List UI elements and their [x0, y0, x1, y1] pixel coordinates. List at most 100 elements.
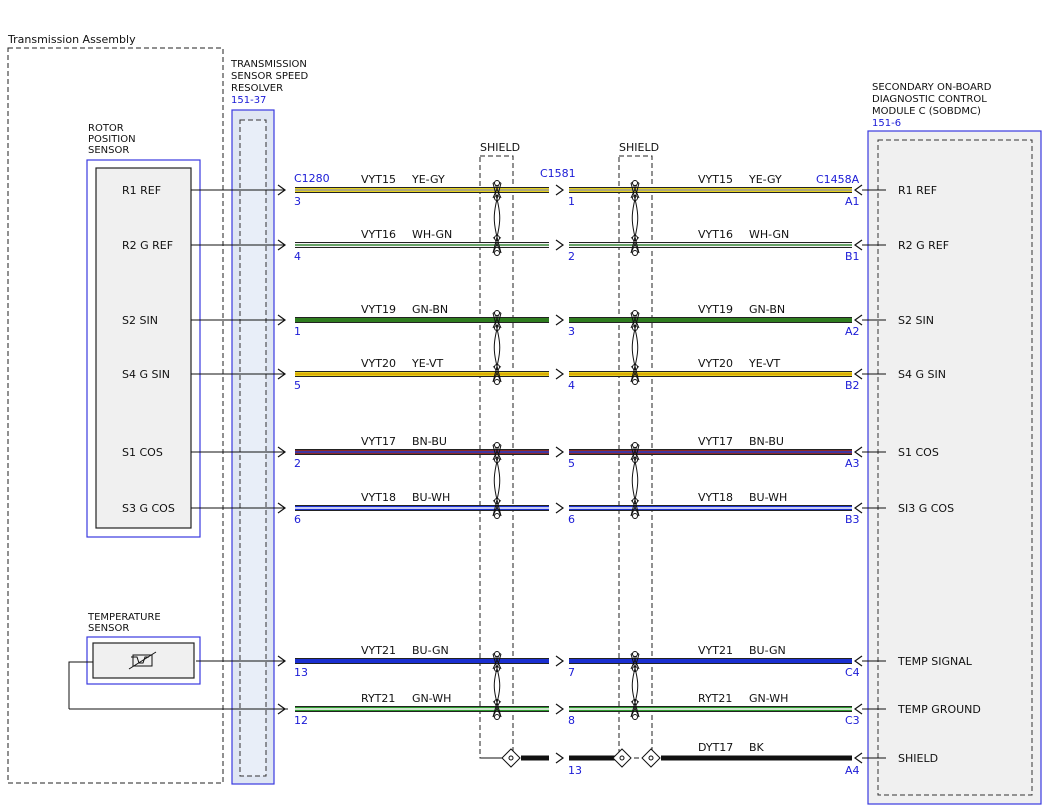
circuit-2-arrow-c1: [277, 239, 287, 251]
circuit-7-shield-twist-2-top-ring: [632, 651, 638, 657]
circuit-6-color-right: BU-WH: [749, 491, 787, 504]
transmission-assembly-border: [7, 47, 224, 784]
pair-4-twist-2: [630, 653, 640, 718]
circuit-1-arrow-c2: [555, 184, 565, 196]
circuit-4-right-label: S4 G SIN: [898, 368, 946, 381]
rotor-sensor-inner: [95, 167, 192, 529]
shield-drain-pin-c1581: 13: [568, 764, 582, 777]
circuit-7-pin-c1581: 7: [568, 666, 575, 679]
connector-c1581[interactable]: C1581: [540, 167, 576, 180]
circuit-5-pin-c1458a: A3: [845, 457, 860, 470]
circuit-8-circuit-right: RYT21: [698, 692, 732, 705]
rotor-title-2: POSITION: [88, 134, 136, 145]
circuit-4-circuit-left: VYT20: [361, 357, 396, 370]
circuit-2-pin-c1280: 4: [294, 250, 301, 263]
circuit-1-shield-twist-2-top-ring: [632, 180, 638, 186]
circuit-7-circuit-right: VYT21: [698, 644, 733, 657]
circuit-6-arrow-c1: [277, 502, 287, 514]
circuit-8-pin-c1458a: C3: [845, 714, 860, 727]
circuit-2-left-label: R2 G REF: [122, 239, 173, 252]
circuit-3-left-label: S2 SIN: [122, 314, 158, 327]
circuit-1-right-label: R1 REF: [898, 184, 937, 197]
circuit-4-shield-twist-2-bottom-ring: [632, 379, 638, 385]
shield-2-ground-diamond-right-dot: [648, 755, 654, 761]
circuit-3-circuit-right: VYT19: [698, 303, 733, 316]
module-inner: [877, 139, 1033, 796]
circuit-7-shield-twist-1-top-ring: [494, 651, 500, 657]
resolver-inner: [239, 119, 267, 777]
shield-1-ground-diamond-dot: [508, 755, 514, 761]
circuit-3-arrow-c3: [853, 314, 863, 326]
circuit-5-shield-twist-2-top-ring: [632, 442, 638, 448]
circuit-5-color-right: BN-BU: [749, 435, 784, 448]
shield-2-label: SHIELD: [619, 141, 659, 154]
circuit-2-shield-twist-1-bottom-ring: [494, 250, 500, 256]
circuit-8-right-label: TEMP GROUND: [897, 703, 981, 716]
circuit-8-color-left: GN-WH: [412, 692, 451, 705]
shield-1-label: SHIELD: [480, 141, 520, 154]
circuit-7-pin-c1280: 13: [294, 666, 308, 679]
rotor-title-3: SENSOR: [88, 145, 129, 156]
module-ref[interactable]: 151-6: [872, 118, 901, 129]
circuit-3-shield-twist-2-top-ring: [632, 310, 638, 316]
circuit-1-color-left: YE-GY: [411, 173, 445, 186]
circuit-8-arrow-c3: [853, 703, 863, 715]
circuit-1-circuit-left: VYT15: [361, 173, 396, 186]
circuit-5-right-label: S1 COS: [898, 446, 939, 459]
thermistor-icon: [128, 651, 157, 670]
shield-drain-arrow-c3: [853, 752, 863, 764]
resolver-title-2: SENSOR SPEED: [231, 71, 309, 82]
circuit-1-arrow-c1: [277, 184, 287, 196]
circuit-2-color-right: WH-GN: [749, 228, 789, 241]
circuit-3-pin-c1581: 3: [568, 325, 575, 338]
shield-2-ground-diamond-left-dot: [619, 755, 625, 761]
shield-drain-circuit: DYT17: [698, 741, 733, 754]
circuit-8-pin-c1280: 12: [294, 714, 308, 727]
circuit-6-shield-twist-1-bottom-ring: [494, 513, 500, 519]
circuit-4-arrow-c2: [555, 368, 565, 380]
circuit-4-color-left: YE-VT: [411, 357, 444, 370]
resolver-title-1: TRANSMISSION: [230, 59, 307, 70]
circuit-7-color-right: BU-GN: [749, 644, 786, 657]
circuit-5-shield-twist-1-top-ring: [494, 442, 500, 448]
circuit-6-left-label: S3 G COS: [122, 502, 175, 515]
circuit-3-arrow-c2: [555, 314, 565, 326]
circuit-7-arrow-c3: [853, 655, 863, 667]
circuit-2-right-label: R2 G REF: [898, 239, 949, 252]
rotor-title-1: ROTOR: [88, 123, 124, 134]
temp-sensor-title-2: SENSOR: [88, 623, 129, 634]
circuit-3-pin-c1280: 1: [294, 325, 301, 338]
circuit-1-pin-c1280: 3: [294, 195, 301, 208]
circuit-6-right-label: SI3 G COS: [898, 502, 954, 515]
connector-c1280[interactable]: C1280: [294, 172, 330, 185]
circuit-5-arrow-c3: [853, 446, 863, 458]
circuit-2-shield-twist-2-bottom-ring: [632, 250, 638, 256]
circuit-8-arrow-c2: [555, 703, 565, 715]
resolver-ref[interactable]: 151-37: [231, 95, 266, 106]
circuit-7-arrow-c2: [555, 655, 565, 667]
circuit-3-arrow-c1: [277, 314, 287, 326]
circuit-5-circuit-left: VYT17: [361, 435, 396, 448]
circuit-4-pin-c1280: 5: [294, 379, 301, 392]
circuit-6-arrow-c2: [555, 502, 565, 514]
pair-2-twist-1: [492, 312, 502, 383]
circuit-8-shield-twist-1-bottom-ring: [494, 714, 500, 720]
circuit-5-pin-c1581: 5: [568, 457, 575, 470]
connector-c1458a[interactable]: C1458A: [816, 173, 860, 186]
circuit-6-pin-c1458a: B3: [845, 513, 860, 526]
pair-2-twist-2: [630, 312, 640, 383]
circuit-3-color-left: GN-BN: [412, 303, 448, 316]
circuit-6-pin-c1280: 6: [294, 513, 301, 526]
circuit-2-pin-c1581: 2: [568, 250, 575, 263]
circuit-5-left-label: S1 COS: [122, 446, 163, 459]
resolver-title-3: RESOLVER: [231, 83, 283, 94]
circuit-5-pin-c1280: 2: [294, 457, 301, 470]
module-title-2: DIAGNOSTIC CONTROL: [872, 94, 987, 105]
circuit-3-circuit-left: VYT19: [361, 303, 396, 316]
pair-1-twist-2: [630, 182, 640, 254]
circuit-2-arrow-c2: [555, 239, 565, 251]
circuit-5-arrow-c1: [277, 446, 287, 458]
circuit-2-color-left: WH-GN: [412, 228, 452, 241]
